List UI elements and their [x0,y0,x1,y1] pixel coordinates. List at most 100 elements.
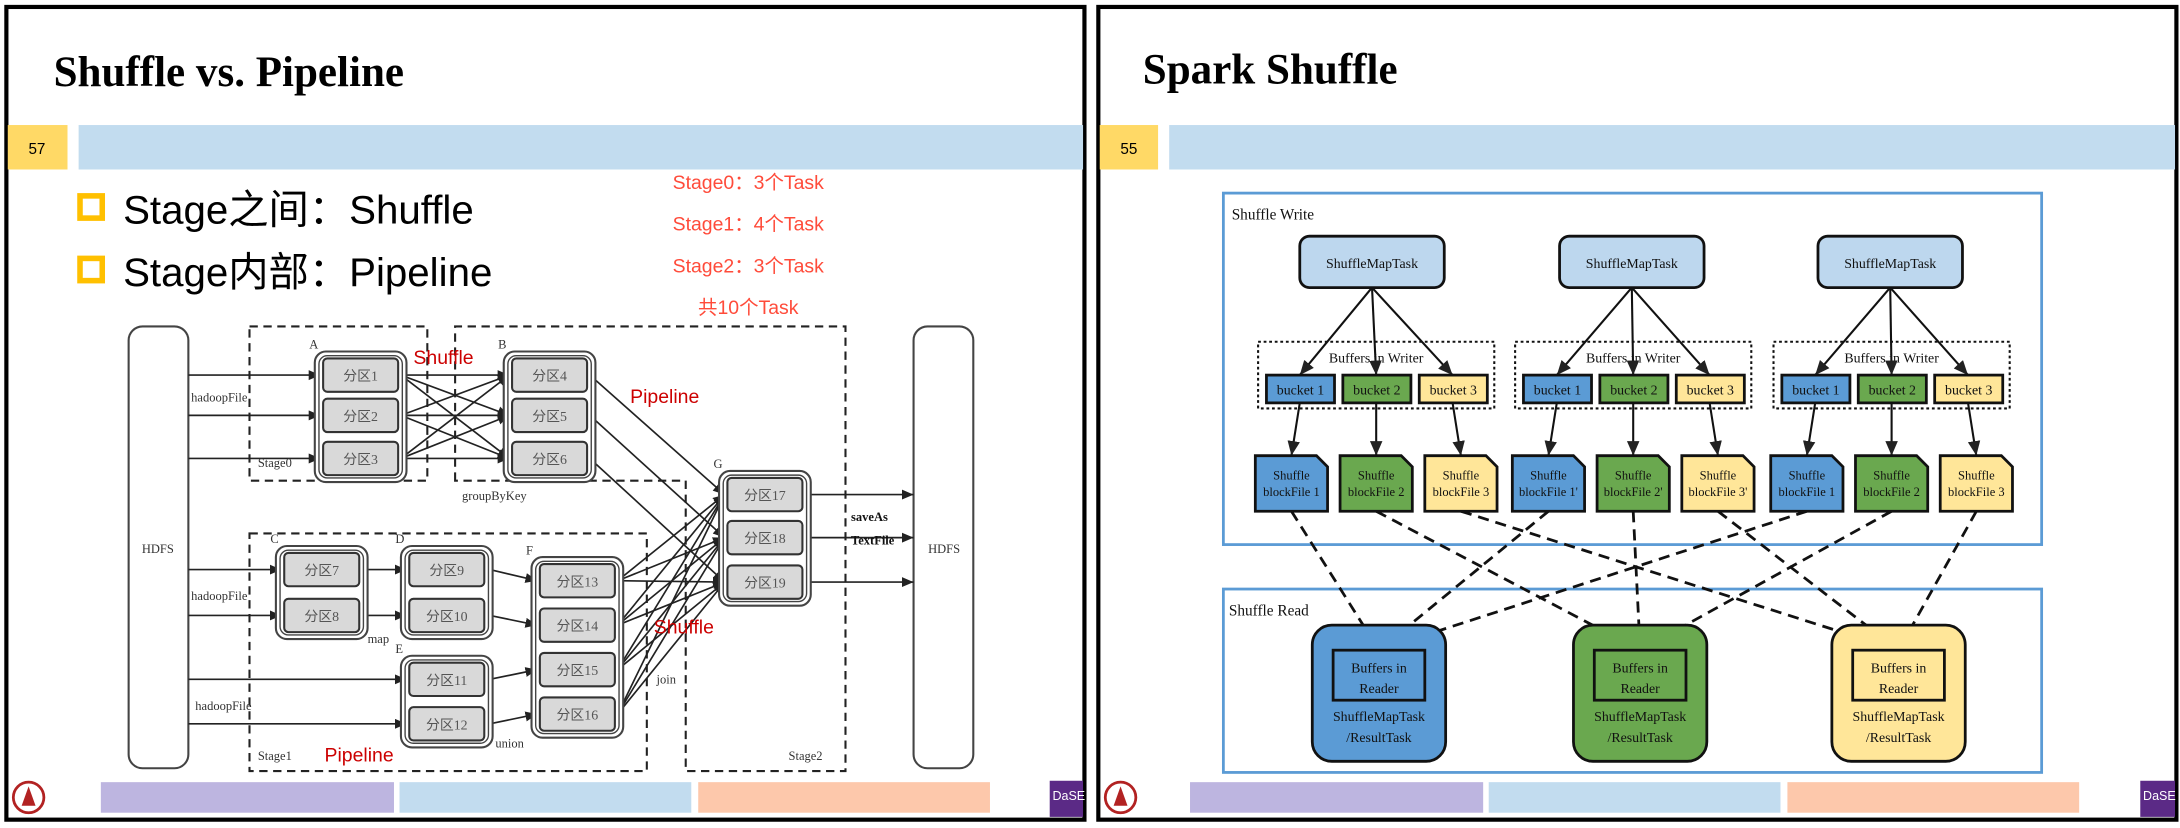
task-note: Stage2：3个Task [673,255,825,277]
shuffle-block-file-icon [1253,454,1329,513]
dependency-arrow [616,494,726,715]
bucket [1522,373,1593,405]
task-note: 共10个Task [698,297,799,319]
partition-label: 分区14 [557,619,599,635]
partition-label: 分区17 [744,488,786,504]
dase-logo [1049,780,1084,817]
rdd-letter: A [309,338,318,352]
footer-bar-orange [698,782,990,813]
partition-box [322,397,400,434]
dependency-arrow [616,494,726,671]
op-label-map: map [368,632,390,646]
dependency-arrow [617,493,726,582]
reader-task [1310,623,1448,763]
task-note: Stage1：4个Task [673,214,825,236]
bucket-label: bucket 3 [1687,384,1734,399]
slide-title: Shuffle vs. Pipeline [54,49,404,96]
block-file-label: blockFile 2 [1863,485,1920,499]
partition-box [726,476,804,513]
fetch-arrow [1460,509,1899,653]
stage-label: Stage2 [789,749,823,763]
rdd-D-inner [404,549,490,636]
stage1-box [248,532,648,773]
partition-box [726,564,804,600]
write-arrow [1556,286,1633,376]
page-number-box [7,125,68,170]
partition-label: 分区15 [557,663,599,679]
partition-label: 分区5 [532,409,567,425]
stage-label: Stage1 [258,749,292,763]
write-arrow [1885,287,1898,376]
dependency-arrow [489,711,538,725]
dependency-arrow [589,374,726,496]
page-number-box [1099,125,1159,170]
partition-box [511,357,589,393]
dase-logo-text: DaSE [1052,789,1085,803]
write-arrow [1626,287,1640,376]
buffers-in-reader-label: Buffers in [1612,661,1668,676]
left-slide: Shuffle vs. Pipeline 57 Stage之间：Shuffle … [4,4,1087,822]
spill-arrow [1708,402,1722,456]
op-label-join: join [656,673,677,687]
shuffle-block-file-icon [1769,454,1845,513]
buffers-in-reader-label: Buffers in [1351,661,1407,676]
shuffle-read-label: Shuffle Read [1229,602,1309,619]
reader-task-label: ShuffleMapTask [1333,710,1425,725]
reader-task [1830,623,1967,763]
dependency-arrow [489,614,538,628]
block-file-label: Shuffle [1443,468,1480,482]
rdd-letter: C [270,532,278,546]
bucket-label: bucket 1 [1792,384,1839,399]
partition-box [283,551,361,588]
partition-label: 分区18 [744,531,786,547]
shuffle-block-file-icon [1938,454,2014,513]
dependency-arrow [617,581,726,715]
dase-logo-text: DaSE [2143,789,2176,803]
bullet-1: Stage之间：Shuffle [123,188,474,233]
op-label-groupbykey: groupByKey [462,489,527,503]
rdd-G-inner [722,474,808,603]
rdd-letter: B [498,338,506,352]
rdd-letter: D [395,532,404,546]
buffers-in-reader-label: Buffers in [1871,661,1927,676]
partition-box [511,440,589,477]
task-note: Stage0：3个Task [673,172,825,194]
rdd-F [530,556,625,739]
block-file-label: blockFile 1' [1519,485,1578,499]
bucket [1674,373,1746,405]
rdd-letter: E [395,642,403,656]
shuffle-block-file-icon [1595,454,1671,513]
block-file-label: blockFile 3 [1433,485,1490,499]
write-arrow [1298,286,1373,376]
page-number: 55 [1120,141,1137,158]
block-file-label: Shuffle [1958,468,1995,482]
shuffle-map-task-label: ShuffleMapTask [1844,257,1936,272]
buffers-in-reader-label: Reader [1620,682,1660,697]
reader-task-label: /ResultTask [1607,731,1672,746]
buffers-in-reader-box [1331,648,1427,702]
dependency-arrow [617,494,726,626]
page-number: 57 [28,141,45,158]
rdd-F-inner [534,560,620,735]
partition-label: 分区1 [343,369,378,385]
partition-label: 分区7 [304,563,339,579]
header-band [1169,125,2176,170]
rdd-E-inner [404,659,490,744]
rdd-C-inner [279,549,365,636]
spill-arrow [1966,402,1981,456]
partition-box [538,696,616,732]
reader-task-label: /ResultTask [1346,731,1411,746]
stage-label: Stage0 [258,456,292,470]
block-file-label: blockFile 3 [1948,485,2005,499]
partition-box [538,562,616,599]
partition-box [408,551,486,588]
bucket-label: bucket 3 [1430,384,1477,399]
bucket-label: bucket 2 [1610,384,1657,399]
bullet-square-icon [77,193,106,221]
annotation-pipeline: Pipeline [325,744,394,766]
dependency-arrow [489,568,538,583]
partition-label: 分区13 [557,574,599,590]
footer-bar-orange [1787,782,2080,813]
